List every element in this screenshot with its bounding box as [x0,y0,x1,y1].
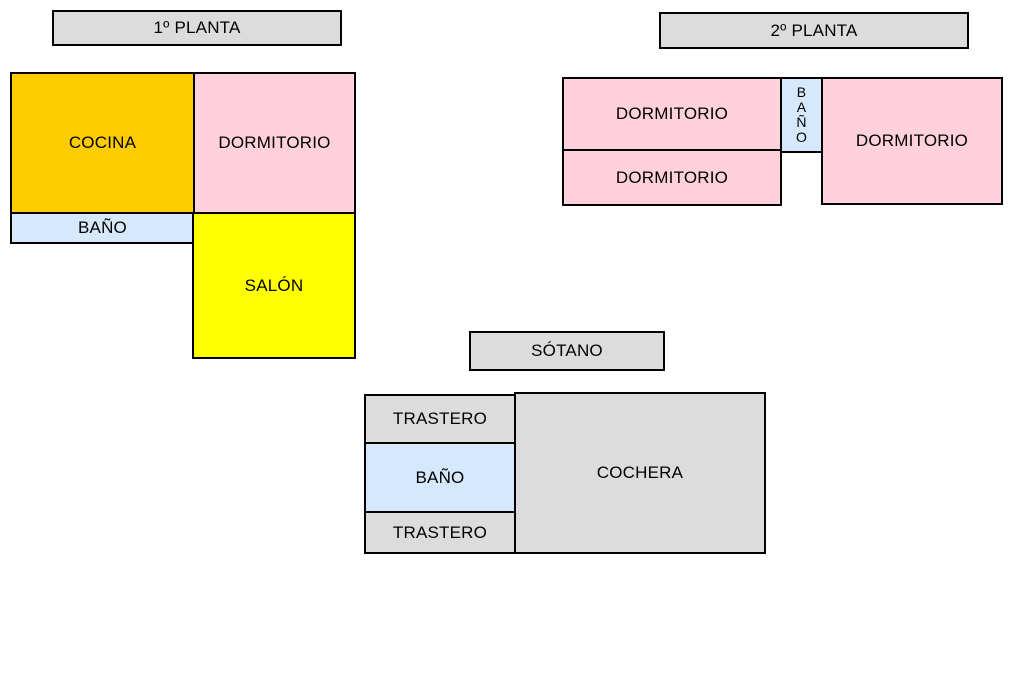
bano-letter: A [796,99,807,115]
room-dormitorio-second-top: DORMITORIO [562,77,782,151]
room-salon: SALÓN [192,212,356,359]
bano-letter: B [796,84,807,100]
room-dormitorio-second-right-label: DORMITORIO [855,131,969,150]
bano-letter: Ñ [796,114,807,130]
room-cochera-label: COCHERA [596,463,684,482]
second-floor-title: 2º PLANTA [659,12,969,49]
room-trastero-top: TRASTERO [364,394,516,444]
room-dormitorio-second-bottom-label: DORMITORIO [615,167,729,187]
room-dormitorio-first-label: DORMITORIO [218,133,331,152]
room-dormitorio-first: DORMITORIO [193,72,356,214]
room-salon-label: SALÓN [244,275,304,295]
second-floor-title-label: 2º PLANTA [770,20,858,40]
basement-title: SÓTANO [469,331,665,371]
room-trastero-bottom-label: TRASTERO [392,522,488,542]
bano-letter: O [795,129,808,145]
first-floor-title-label: 1º PLANTA [153,18,241,37]
room-trastero-top-label: TRASTERO [392,409,488,428]
room-cocina: COCINA [10,72,195,214]
room-bano-basement-label: BAÑO [415,467,465,487]
room-cochera: COCHERA [514,392,766,554]
room-bano-first: BAÑO [10,212,195,244]
room-dormitorio-second-bottom: DORMITORIO [562,149,782,206]
room-bano-basement: BAÑO [364,442,516,513]
room-bano-second: B A Ñ O [780,77,823,153]
room-trastero-bottom: TRASTERO [364,511,516,554]
room-dormitorio-second-top-label: DORMITORIO [615,104,729,123]
room-cocina-label: COCINA [68,133,137,152]
first-floor-title: 1º PLANTA [52,10,342,46]
room-dormitorio-second-right: DORMITORIO [821,77,1003,205]
basement-title-label: SÓTANO [531,341,603,360]
room-bano-first-label: BAÑO [78,218,127,237]
